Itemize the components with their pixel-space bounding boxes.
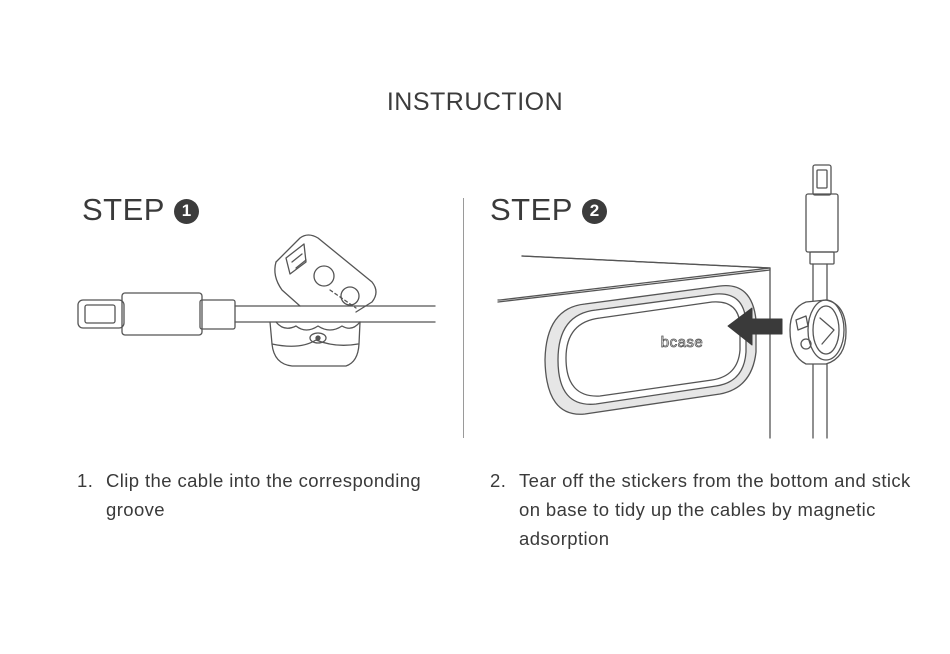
step-1-clip-illustration xyxy=(269,234,377,367)
step-2-instruction: 2. Tear off the stickers from the bottom… xyxy=(490,466,920,553)
step-2-heading: STEP 2 xyxy=(490,190,607,230)
step-2-magnetic-base xyxy=(544,285,757,415)
step-1-instruction-text: Clip the cable into the corresponding gr… xyxy=(106,470,422,520)
step-2-arrow-icon xyxy=(727,307,783,346)
step-1-cable-illustration xyxy=(77,292,436,336)
step-2-instruction-text: Tear off the stickers from the bottom an… xyxy=(519,470,911,549)
step-1-label: STEP xyxy=(82,192,165,227)
step-2-label: STEP xyxy=(490,192,573,227)
step-2-number-badge: 2 xyxy=(581,198,607,224)
step-1-instruction-number: 1. xyxy=(77,470,94,491)
step-1-number-badge: 1 xyxy=(173,198,199,224)
page-title: INSTRUCTION xyxy=(386,88,564,116)
step-1-heading: STEP 1 xyxy=(82,190,199,230)
step-2-cable-clip xyxy=(789,299,847,365)
step-2-surface-illustration xyxy=(497,255,771,439)
step-1-instruction: 1. Clip the cable into the corresponding… xyxy=(77,466,437,524)
step-2-instruction-number: 2. xyxy=(490,470,507,491)
brand-logo: bcase xyxy=(661,334,704,351)
column-divider xyxy=(463,198,464,438)
